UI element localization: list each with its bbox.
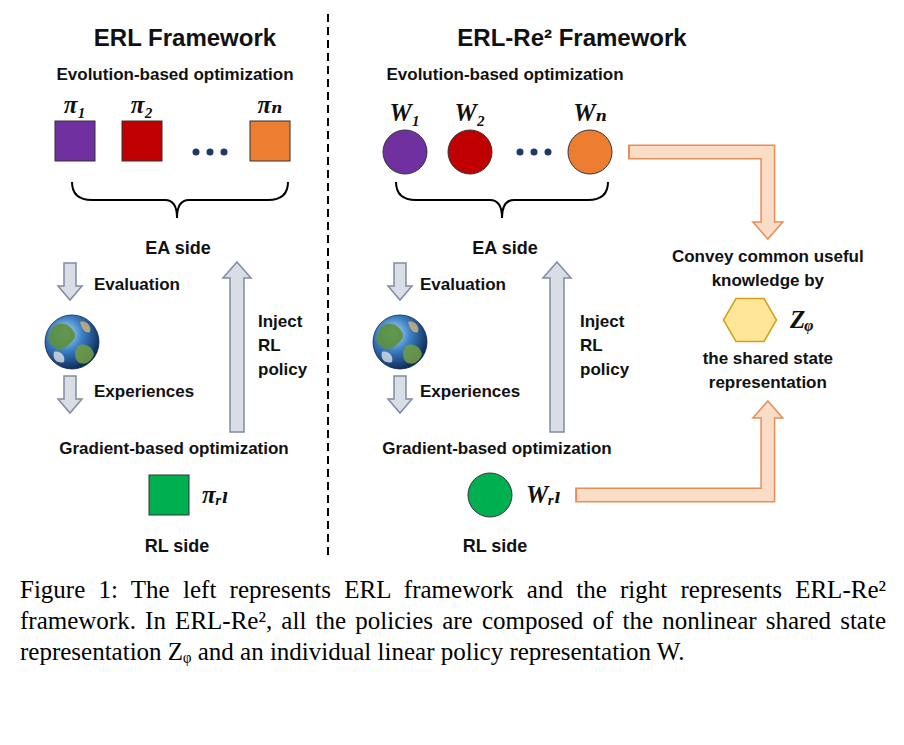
policy-square-outline [54,120,96,162]
knowledge-arrow [628,152,783,239]
rl-policy-circle: Wᵣₗ [466,471,561,519]
side-label: EA side [472,237,537,259]
node-note: the shared state representation [668,347,868,395]
policy-symbol: πₙ [257,90,282,120]
policy-symbol: W₁ [390,98,421,128]
policy-circle-outline [566,128,614,176]
down-arrow [58,263,82,300]
node-note: Convey common useful knowledge by [668,245,868,293]
policy-square: π₂ [121,90,163,162]
ellipsis-dots [193,149,552,156]
arrow-label: Experiences [420,381,520,403]
policy-symbol: Wᵣₗ [526,480,561,510]
arrow-shaft-fill [630,152,768,224]
arrow-label: Evaluation [420,274,506,296]
arrow-label: Experiences [94,381,194,403]
stage-label: Evolution-based optimization [386,64,623,86]
rl-policy-circle-outline [466,471,514,519]
policy-symbol: W₂ [455,98,486,128]
shared-representation-hexagon-outline [722,297,778,343]
policy-square: πₙ [249,90,291,162]
policy-symbol: πᵣₗ [202,480,229,510]
policy-symbol: π₂ [131,90,153,120]
policy-symbol: π₁ [64,90,86,120]
policy-symbol: Zᵩ [790,305,814,335]
arrow-label: Inject RL policy [580,310,644,382]
arrow-label: Evaluation [94,274,180,296]
down-arrow [388,263,412,300]
shared-representation-hexagon: Convey common useful knowledge by Zᵩ the s… [668,245,868,395]
group-bracket [72,182,288,218]
arrow-label: Inject RL policy [258,310,322,382]
up-arrow [543,262,571,432]
side-label: RL side [145,535,210,557]
environment-earth [373,315,427,369]
arrow-head [753,222,783,239]
environment-earth [45,315,99,369]
rl-policy-square-outline [148,474,190,516]
stage-label: Gradient-based optimization [382,438,612,460]
down-arrow [388,376,412,413]
policy-square: π₁ [54,90,96,162]
policy-square-outline [121,120,163,162]
policy-circle: W₁ [381,98,429,176]
policy-circle: Wₙ [566,98,614,176]
stage-label: Evolution-based optimization [56,64,293,86]
policy-circle-outline [381,128,429,176]
group-bracket [396,182,608,218]
rl-policy-square: πᵣₗ [148,474,229,516]
figure-caption: Figure 1: The left represents ERL framew… [20,574,886,667]
divider-line [327,14,329,556]
policy-symbol: Wₙ [573,98,607,128]
side-label: RL side [463,535,528,557]
panel-title: ERL Framework [94,23,276,53]
arrow-shaft-outline [628,152,768,222]
arrow-head [753,401,783,418]
policy-square-outline [249,120,291,162]
policy-circle-outline [446,128,494,176]
up-arrow [223,262,251,432]
policy-circle: W₂ [446,98,494,176]
stage-label: Gradient-based optimization [59,438,289,460]
down-arrow [58,376,82,413]
panel-title: ERL-Re² Framework [457,23,686,53]
side-label: EA side [145,237,210,259]
